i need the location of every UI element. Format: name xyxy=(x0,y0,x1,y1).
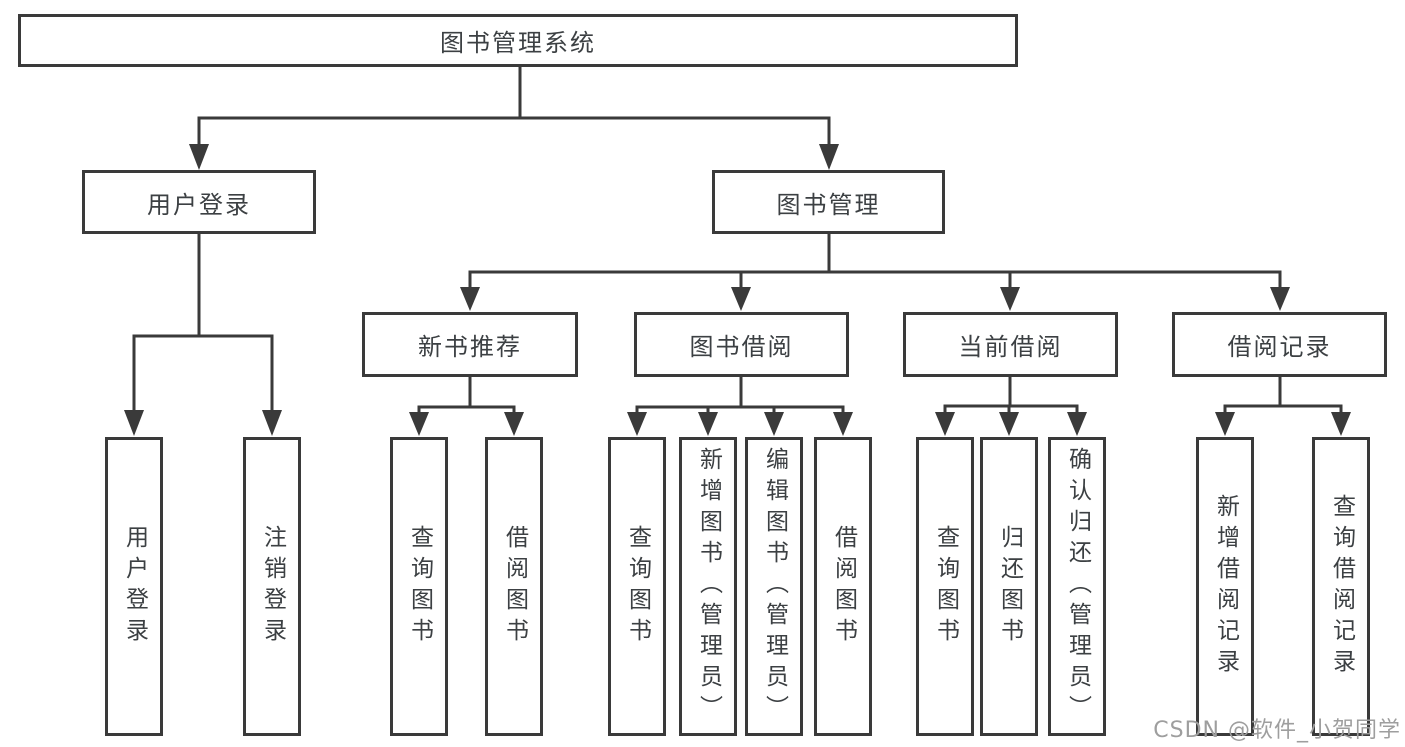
leaf-borrow-books: 借阅图书 xyxy=(814,437,872,736)
node-book-management: 图书管理 xyxy=(712,170,945,234)
leaf-add-borrow-record: 新增借阅记录 xyxy=(1196,437,1254,736)
leaf-return-book: 归还图书 xyxy=(980,437,1038,736)
leaf-query-borrow-record: 查询借阅记录 xyxy=(1312,437,1370,736)
node-user-login: 用户登录 xyxy=(82,170,316,234)
leaf-query-books-borrowing: 查询图书 xyxy=(608,437,666,736)
leaf-borrow-books-recommend: 借阅图书 xyxy=(485,437,543,736)
leaf-confirm-return-admin: 确认归还（管理员） xyxy=(1048,437,1106,736)
node-borrowing-records: 借阅记录 xyxy=(1172,312,1387,377)
node-new-book-recommendation: 新书推荐 xyxy=(362,312,578,377)
leaf-user-login: 用户登录 xyxy=(105,437,163,736)
leaf-query-books-recommend: 查询图书 xyxy=(390,437,448,736)
leaf-add-book-admin: 新增图书（管理员） xyxy=(679,437,737,736)
leaf-edit-book-admin: 编辑图书（管理员） xyxy=(745,437,803,736)
node-book-borrowing: 图书借阅 xyxy=(634,312,849,377)
node-current-borrowing: 当前借阅 xyxy=(903,312,1118,377)
leaf-query-books-current: 查询图书 xyxy=(916,437,974,736)
watermark-text: CSDN @软件_小贺同学 xyxy=(1153,718,1401,743)
node-library-management-system: 图书管理系统 xyxy=(18,14,1018,67)
leaf-logout: 注销登录 xyxy=(243,437,301,736)
